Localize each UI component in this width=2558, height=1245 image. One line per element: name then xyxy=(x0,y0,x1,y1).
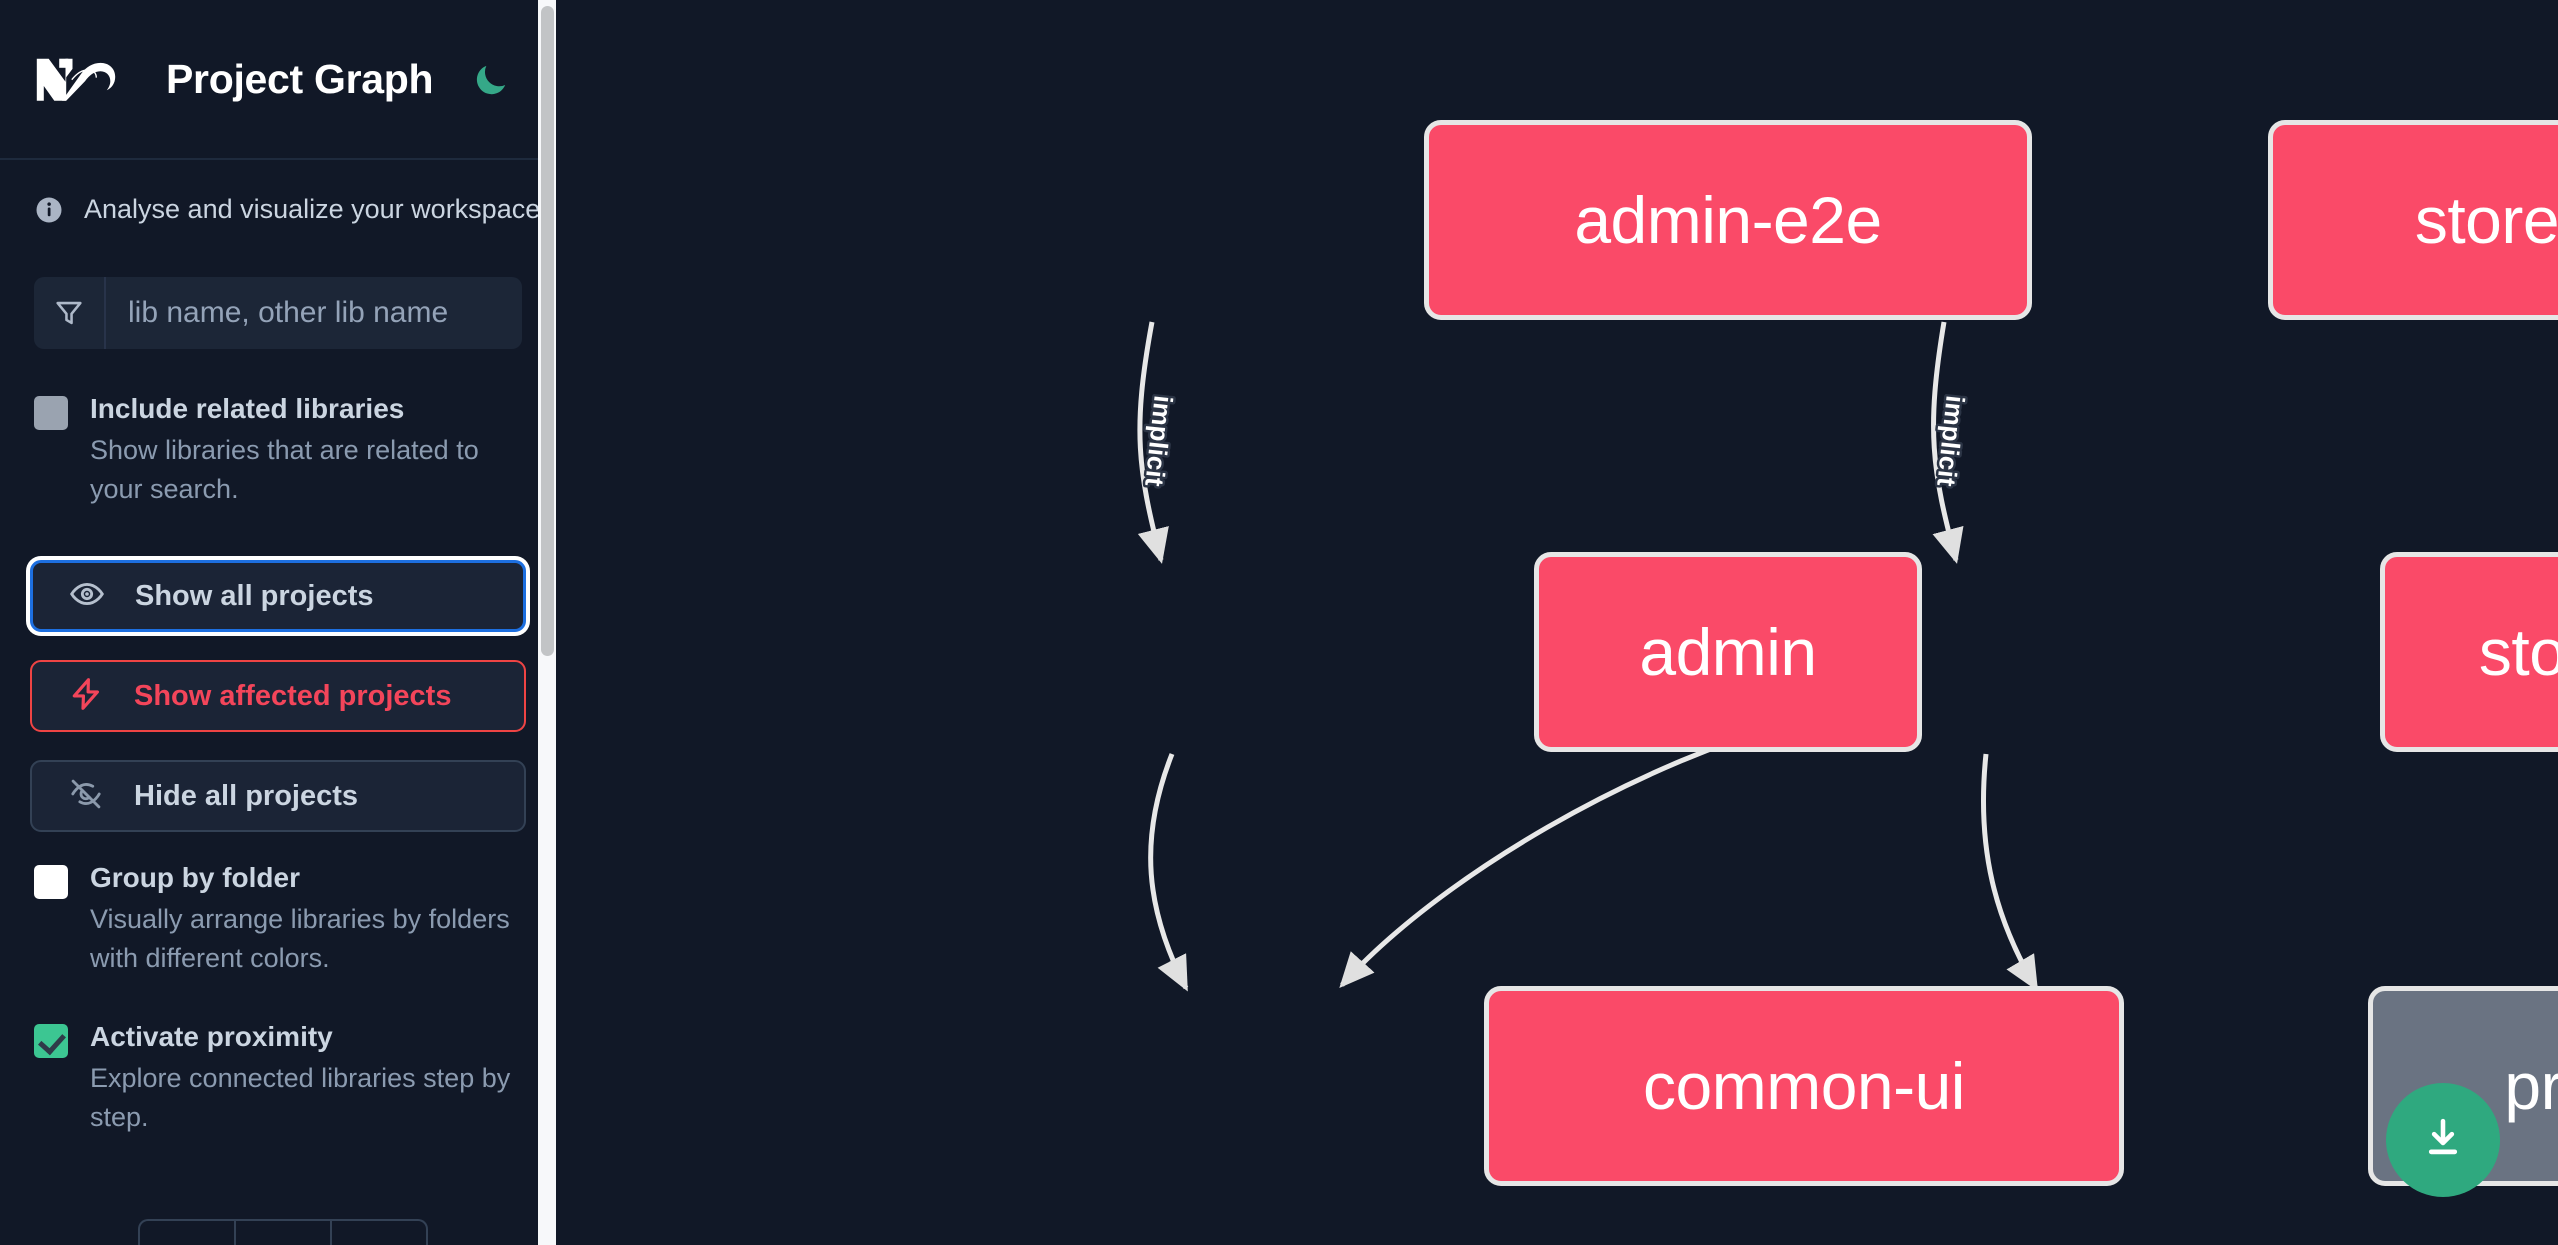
graph-node-store-e2e[interactable]: store-e2e xyxy=(2268,120,2558,320)
option-description: Explore connected libraries step by step… xyxy=(90,1063,511,1132)
edge-label-implicit-2: implicit xyxy=(1931,394,1970,488)
search-field[interactable] xyxy=(34,277,522,349)
option-description: Show libraries that are related to your … xyxy=(90,435,479,504)
hide-all-projects-button[interactable]: Hide all projects xyxy=(30,760,526,833)
download-graph-button[interactable] xyxy=(2386,1083,2500,1197)
sidebar: Project Graph Analyse and visualize your… xyxy=(0,0,556,1245)
show-affected-projects-button[interactable]: Show affected projects xyxy=(30,660,526,733)
show-affected-projects-label: Show affected projects xyxy=(134,679,452,712)
graph-node-common-ui[interactable]: common-ui xyxy=(1484,986,2124,1186)
eye-icon xyxy=(69,576,105,617)
eye-off-icon xyxy=(68,776,104,817)
graph-node-label: admin-e2e xyxy=(1574,183,1882,257)
graph-node-admin[interactable]: admin xyxy=(1534,552,1922,752)
hide-all-projects-label: Hide all projects xyxy=(134,779,359,812)
show-all-projects-label: Show all projects xyxy=(135,579,374,612)
sidebar-scrollbar-thumb[interactable] xyxy=(541,6,554,656)
graph-node-label: common-ui xyxy=(1643,1049,1965,1123)
edge-store-to-common-ui xyxy=(1339,711,1821,988)
page-title: Project Graph xyxy=(166,55,434,102)
edge-admin-to-common-ui xyxy=(1148,753,1189,992)
search-input[interactable] xyxy=(106,277,522,349)
activate-proximity-checkbox[interactable] xyxy=(34,1024,68,1059)
include-related-libraries-checkbox[interactable] xyxy=(34,396,68,430)
info-circle-icon xyxy=(34,195,64,225)
segment-option-3[interactable] xyxy=(332,1221,426,1245)
edge-store-to-products xyxy=(1980,753,2039,992)
graph-node-store[interactable]: store xyxy=(2380,552,2558,752)
segment-option-1[interactable] xyxy=(140,1221,236,1245)
sidebar-scrollbar[interactable] xyxy=(538,0,556,1245)
moon-icon[interactable] xyxy=(469,57,513,101)
nx-logo-icon xyxy=(34,54,118,104)
download-icon xyxy=(2417,1112,2469,1169)
edge-label-implicit-1: implicit xyxy=(1139,394,1178,488)
option-group-by-folder[interactable]: Group by folder Visually arrange librari… xyxy=(0,860,556,977)
option-description: Visually arrange libraries by folders wi… xyxy=(90,904,510,973)
graph-node-admin-e2e[interactable]: admin-e2e xyxy=(1424,120,2032,320)
graph-node-label: admin xyxy=(1639,615,1817,689)
option-activate-proximity[interactable]: Activate proximity Explore connected lib… xyxy=(0,1019,556,1136)
project-visibility-buttons: Show all projects Show affected projects xyxy=(0,560,556,833)
edge-admin-e2e-to-admin xyxy=(1137,321,1169,564)
option-label: Include related libraries xyxy=(90,393,405,424)
group-by-folder-checkbox[interactable] xyxy=(34,865,68,900)
edge-store-e2e-to-store xyxy=(1931,321,1964,564)
tagline: Analyse and visualize your workspace. xyxy=(0,160,556,225)
graph-node-label: store xyxy=(2478,615,2558,689)
lightning-bolt-icon xyxy=(68,676,104,717)
option-label: Activate proximity xyxy=(90,1021,333,1053)
graph-node-label: store-e2e xyxy=(2414,183,2558,257)
filter-funnel-icon xyxy=(34,277,106,349)
graph-node-label: products xyxy=(2504,1049,2558,1123)
segment-option-2[interactable] xyxy=(236,1221,332,1245)
sidebar-header: Project Graph xyxy=(0,0,556,160)
graph-canvas[interactable]: implicit implicit admin-e2e store-e2e ad… xyxy=(556,0,2558,1245)
option-label: Group by folder xyxy=(90,862,300,894)
proximity-segmented-control[interactable] xyxy=(138,1219,428,1245)
show-all-projects-button[interactable]: Show all projects xyxy=(30,560,526,633)
tagline-text: Analyse and visualize your workspace. xyxy=(84,194,548,224)
option-include-related-libraries[interactable]: Include related libraries Show libraries… xyxy=(0,391,556,508)
